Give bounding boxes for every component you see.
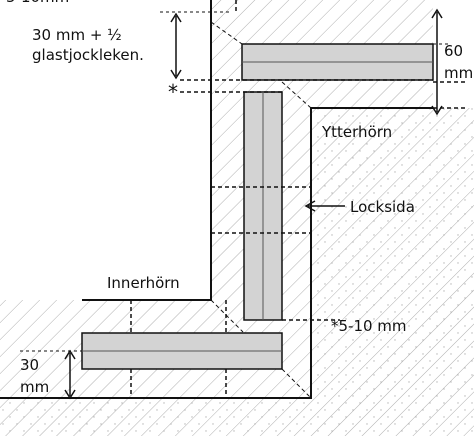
- innerhorn-label: Innerhörn: [107, 274, 180, 292]
- miter-lines: [210, 21, 312, 399]
- inner-wall-hatch-top: [0, 0, 433, 398]
- inner-corner-outline: [82, 0, 212, 301]
- annotation-top-line1: 30 mm + ½: [32, 26, 122, 44]
- dimension-arrow-right: [431, 8, 443, 116]
- dimension-right-line1: 60: [444, 42, 463, 60]
- star-marker-top: *: [168, 80, 178, 104]
- dimension-guides: [20, 11, 450, 399]
- dimension-right-line2: mm: [444, 64, 473, 82]
- dimension-left-line1: 30: [20, 356, 39, 374]
- locksida-label: Locksida: [350, 198, 415, 216]
- bead-top: [241, 43, 434, 81]
- dimension-left-line2: mm: [20, 378, 49, 396]
- locksida-leader-arrow: [304, 200, 345, 212]
- bead-vertical: [243, 91, 283, 321]
- gap-label: *5-10 mm: [331, 317, 407, 335]
- bead-bottom: [81, 332, 283, 370]
- dashed-reference-lines: [130, 0, 466, 398]
- ytterhorn-label: Ytterhörn: [321, 123, 392, 141]
- outer-corner-outline: [0, 107, 433, 399]
- dimension-arrow-left: [64, 349, 76, 400]
- wall-dots: [0, 108, 474, 436]
- annotation-top-line2: glastjockleken.: [32, 46, 144, 64]
- dimension-arrow-top: [170, 12, 182, 80]
